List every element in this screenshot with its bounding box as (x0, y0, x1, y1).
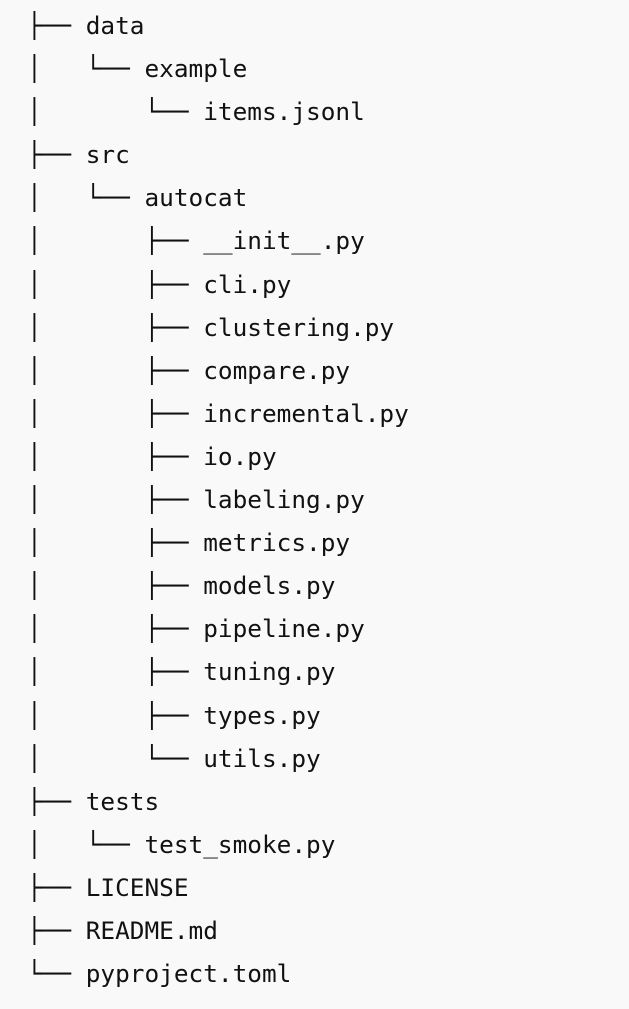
tree-line-io-py: │ ├── io.py (27, 435, 409, 478)
tree-branch-glyph: │ ├── (27, 528, 204, 558)
file-name: pyproject.toml (85, 959, 292, 989)
file-name: test_smoke.py (144, 829, 336, 859)
tree-line-pyproject-toml: └── pyproject.toml (27, 952, 409, 995)
tree-branch-glyph: │ ├── (27, 398, 204, 428)
tree-branch-glyph: ├── (27, 786, 86, 816)
tree-branch-glyph: │ ├── (27, 657, 204, 687)
tree-branch-glyph: ├── (27, 140, 86, 170)
tree-branch-glyph: │ ├── (27, 700, 204, 730)
directory-name: data (85, 11, 145, 40)
directory-name: autocat (144, 183, 248, 213)
directory-tree: ├── data│ └── example│ └── items.jsonl├─… (27, 4, 409, 995)
tree-branch-glyph: │ ├── (27, 355, 204, 385)
tree-line-tests: ├── tests (27, 780, 409, 823)
tree-line-pipeline-py: │ ├── pipeline.py (27, 607, 409, 650)
file-name: incremental.py (203, 398, 409, 428)
tree-branch-glyph: └── (27, 959, 86, 989)
file-name: compare.py (203, 355, 351, 385)
file-name: pipeline.py (203, 614, 365, 644)
file-name: README.md (85, 915, 218, 945)
file-name: utils.py (203, 743, 321, 773)
file-name: types.py (203, 700, 321, 730)
tree-branch-glyph: ├── (27, 915, 86, 945)
tree-branch-glyph: │ ├── (27, 571, 204, 601)
tree-line-tuning-py: │ ├── tuning.py (27, 650, 409, 693)
tree-line-clustering-py: │ ├── clustering.py (27, 306, 409, 349)
tree-branch-glyph: │ └── (27, 97, 204, 127)
tree-line-src: ├── src (27, 133, 409, 176)
file-name: __init__.py (203, 226, 365, 256)
file-name: clustering.py (203, 312, 395, 342)
tree-line-test-smoke-py: │ └── test_smoke.py (27, 823, 409, 866)
directory-name: tests (85, 786, 160, 816)
tree-line-data: ├── data (27, 4, 409, 47)
tree-line-cli-py: │ ├── cli.py (27, 263, 409, 306)
tree-branch-glyph: │ ├── (27, 441, 204, 471)
tree-line-compare-py: │ ├── compare.py (27, 349, 409, 392)
tree-branch-glyph: ├── (27, 872, 86, 902)
tree-line-types-py: │ ├── types.py (27, 694, 409, 737)
tree-branch-glyph: │ ├── (27, 226, 204, 256)
tree-branch-glyph: │ └── (27, 743, 204, 773)
tree-line-items-jsonl: │ └── items.jsonl (27, 90, 409, 133)
tree-line-labeling-py: │ ├── labeling.py (27, 478, 409, 521)
tree-line-example: │ └── example (27, 47, 409, 90)
file-name: cli.py (203, 269, 292, 299)
tree-branch-glyph: │ └── (27, 829, 145, 859)
tree-line-utils-py: │ └── utils.py (27, 737, 409, 780)
directory-name: example (144, 54, 248, 84)
tree-branch-glyph: │ └── (27, 54, 145, 84)
file-name: tuning.py (203, 657, 336, 687)
tree-branch-glyph: │ ├── (27, 485, 204, 515)
tree-branch-glyph: ├── (27, 11, 86, 40)
tree-branch-glyph: │ ├── (27, 614, 204, 644)
file-name: metrics.py (203, 528, 351, 558)
tree-line-license: ├── LICENSE (27, 866, 409, 909)
tree-line-autocat: │ └── autocat (27, 176, 409, 219)
tree-line-readme-md: ├── README.md (27, 909, 409, 952)
file-name: models.py (203, 571, 336, 601)
tree-line-incremental-py: │ ├── incremental.py (27, 392, 409, 435)
tree-line-metrics-py: │ ├── metrics.py (27, 521, 409, 564)
file-name: items.jsonl (203, 97, 365, 127)
tree-line-models-py: │ ├── models.py (27, 564, 409, 607)
file-name: labeling.py (203, 485, 365, 515)
file-name: LICENSE (85, 872, 189, 902)
tree-branch-glyph: │ ├── (27, 269, 204, 299)
tree-line-init-py: │ ├── __init__.py (27, 219, 409, 262)
tree-branch-glyph: │ └── (27, 183, 145, 213)
directory-name: src (85, 140, 130, 170)
tree-branch-glyph: │ ├── (27, 312, 204, 342)
file-name: io.py (203, 441, 277, 471)
